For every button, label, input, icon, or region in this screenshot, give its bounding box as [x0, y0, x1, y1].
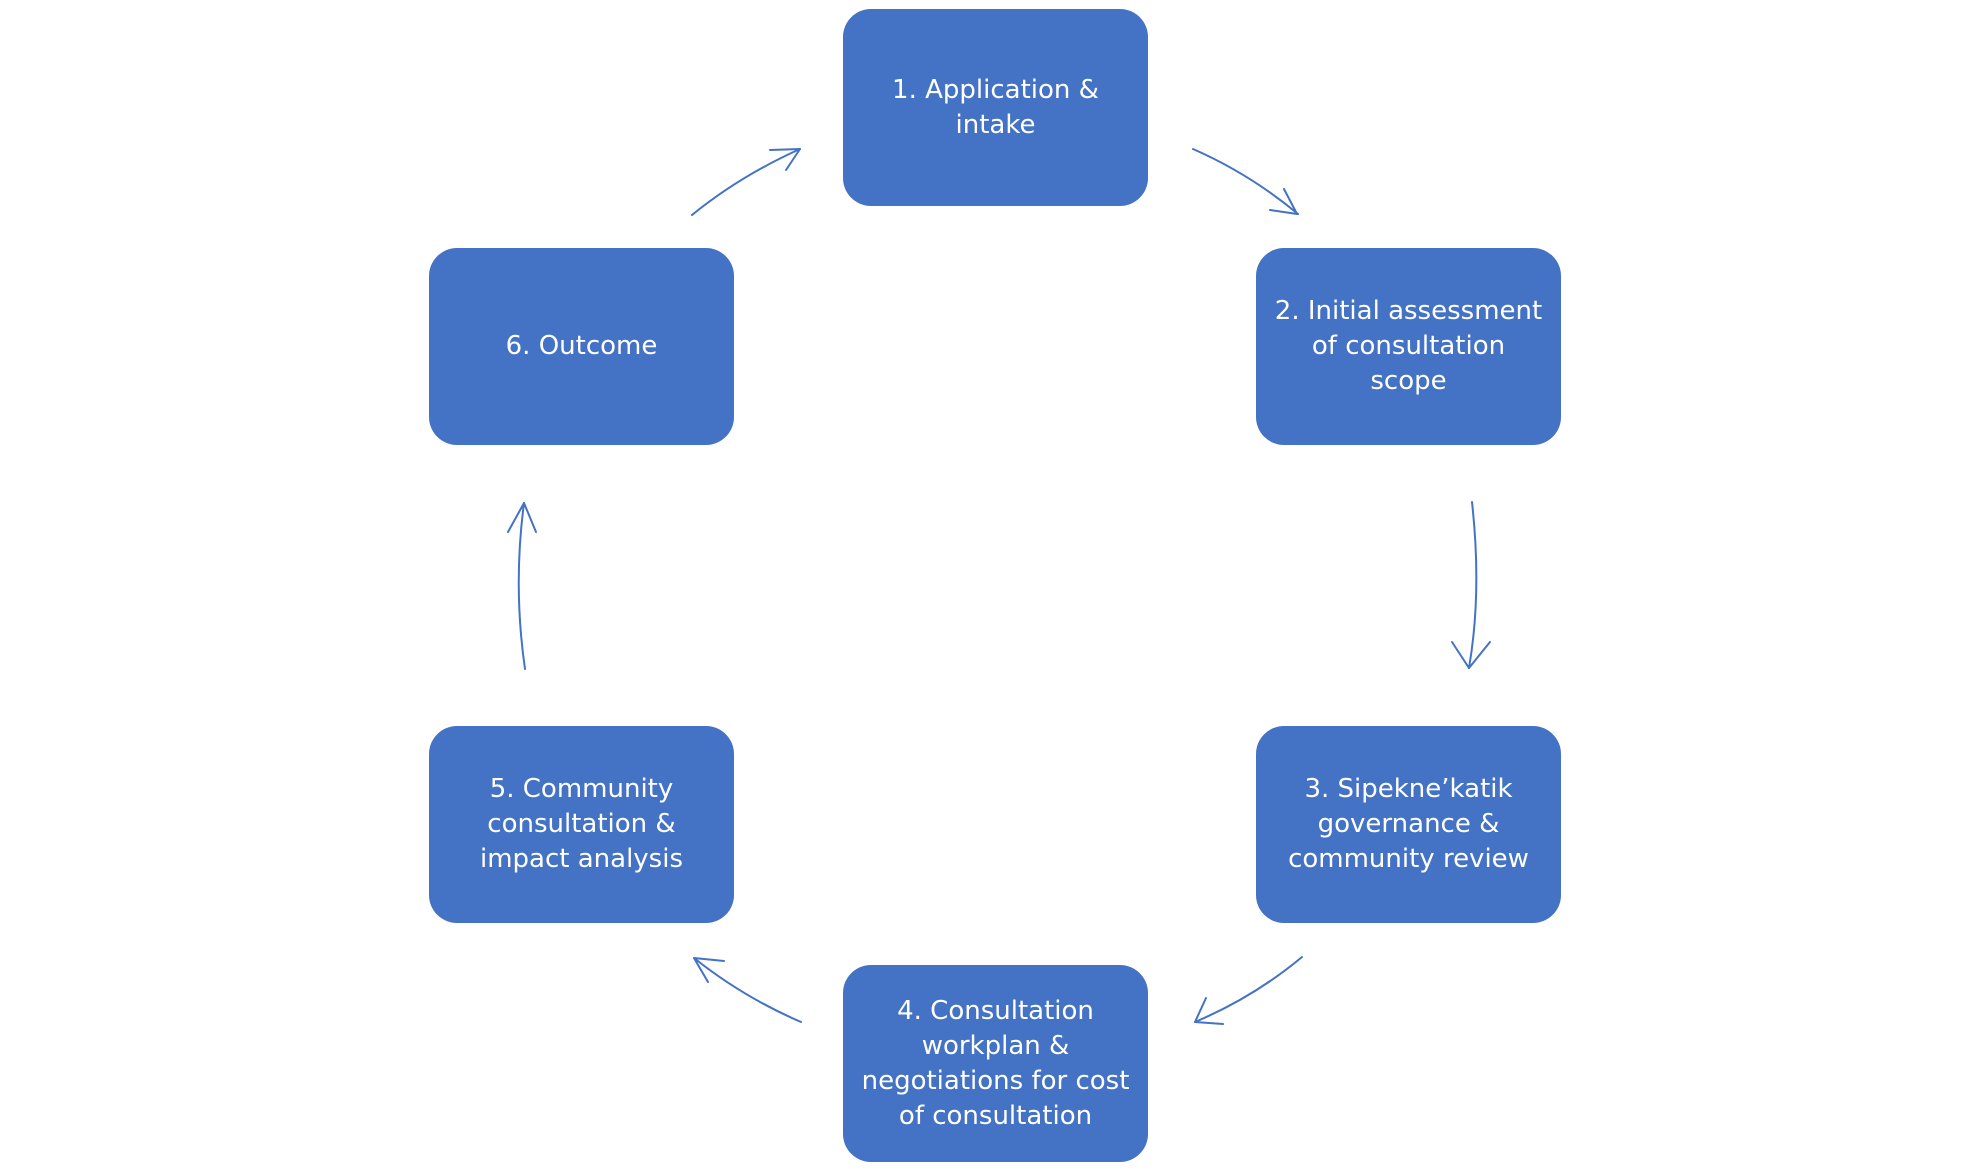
- step-2-box: 2. Initial assessment of consultation sc…: [1256, 248, 1561, 445]
- arrow-step-2-to-3: [1451, 501, 1491, 669]
- step-2-label: 2. Initial assessment of consultation sc…: [1274, 296, 1543, 396]
- arrow-step-6-to-1: [691, 148, 801, 216]
- step-3-box: 3. Sipekne’katik governance & community …: [1256, 726, 1561, 923]
- arrow-step-3-to-4: [1194, 956, 1303, 1025]
- step-4-label: 4. Consultation workplan & negotiations …: [861, 995, 1130, 1131]
- step-5-label: 5. Community consultation & impact analy…: [479, 774, 683, 874]
- step-4-box: 4. Consultation workplan & negotiations …: [843, 965, 1148, 1162]
- step-6-label: 6. Outcome: [505, 331, 658, 361]
- arrow-step-5-to-6: [507, 502, 537, 670]
- step-5-box: 5. Community consultation & impact analy…: [429, 726, 734, 923]
- step-1-label: 1. Application & intake: [892, 74, 1099, 140]
- step-3-label: 3. Sipekne’katik governance & community …: [1288, 774, 1529, 874]
- arrow-step-4-to-5: [693, 957, 802, 1023]
- step-1-box: 1. Application & intake: [843, 9, 1148, 206]
- arrow-step-1-to-2: [1192, 148, 1299, 215]
- step-6-box: 6. Outcome: [429, 248, 734, 445]
